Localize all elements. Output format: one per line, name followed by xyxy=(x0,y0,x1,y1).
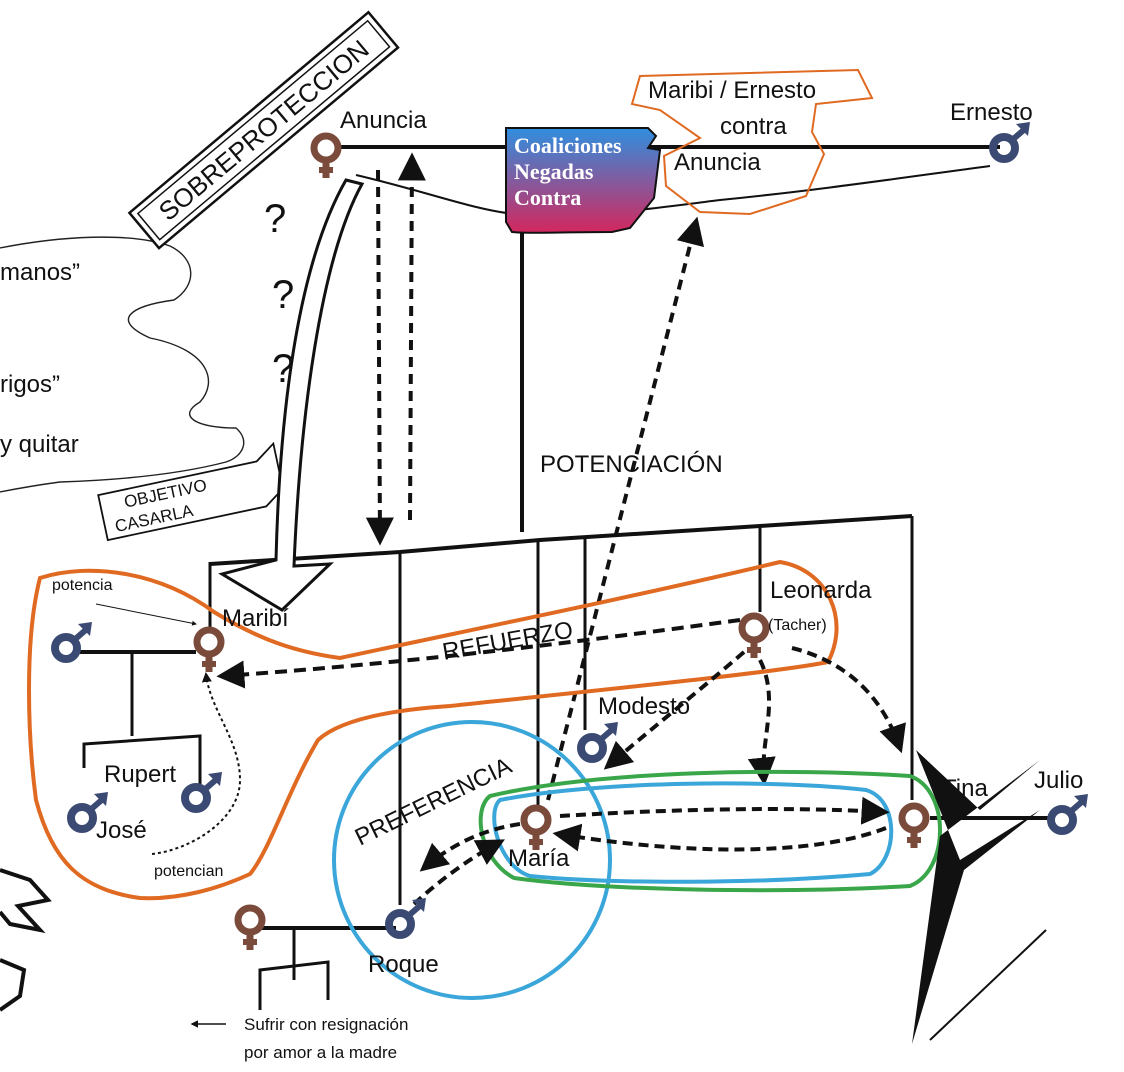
potencia-arrow xyxy=(95,603,197,626)
leonarda-modesto-arrow xyxy=(603,650,746,770)
question-mark-2: ? xyxy=(272,273,294,317)
male-symbol-rupert xyxy=(185,772,222,809)
coaliciones-line-3: Contra xyxy=(514,185,581,210)
male-symbol-julio xyxy=(1051,794,1088,831)
potencian-label: potencian xyxy=(154,863,223,880)
male-symbol-modesto xyxy=(581,722,618,759)
name-rupert: Rupert xyxy=(104,761,176,788)
preferencia-circle xyxy=(332,720,612,1000)
potenciacion-arrow xyxy=(546,216,705,801)
coaliciones-line-1: Coaliciones xyxy=(514,133,622,158)
refuerzo-outline xyxy=(27,559,839,901)
female-symbol-maria xyxy=(524,808,548,850)
maribi-ernesto-line-3: Anuncia xyxy=(674,149,761,176)
maribi-ernesto-outline xyxy=(630,68,874,216)
name-ernesto: Ernesto xyxy=(950,99,1033,126)
dashed-arrow-up xyxy=(397,152,426,521)
coaliciones-line-2: Negadas xyxy=(514,159,594,184)
potenciacion-label: POTENCIACIÓN xyxy=(540,451,723,478)
name-julio: Julio xyxy=(1034,767,1083,794)
blue-coalition-outline xyxy=(492,781,894,884)
leonarda-tina-arrow xyxy=(791,646,906,754)
leonarda-maria-arrow xyxy=(747,659,776,786)
cloud-text-3: y quitar xyxy=(0,431,79,458)
question-mark-1: ? xyxy=(264,197,286,241)
question-mark-3: ? xyxy=(272,347,294,391)
roque-maria-arrow xyxy=(412,839,505,906)
female-symbol-roque-wife xyxy=(238,908,262,950)
maribi-ernesto-line-2: contra xyxy=(720,113,787,140)
cloud-text-2: rigos” xyxy=(0,371,60,398)
signature-logo xyxy=(912,750,1047,1044)
left-edge-fragments xyxy=(0,868,52,1012)
preferencia-label: PREFERENCIA xyxy=(351,752,516,851)
name-anuncia: Anuncia xyxy=(340,107,427,134)
sobreproteccion-arrow xyxy=(218,178,365,612)
potencian-arrow xyxy=(151,672,242,855)
siblings-roque xyxy=(258,960,330,1010)
male-symbol-roque xyxy=(389,898,426,935)
cloud-text-1: manos” xyxy=(0,259,80,286)
objetivo-box: OBJETIVO CASARLA xyxy=(97,441,284,542)
siblings-rupert-jose xyxy=(82,734,202,790)
resignacion-line-1: Sufrir con resignación xyxy=(244,1015,408,1034)
maria-tina-arrow xyxy=(559,796,890,825)
female-symbol-anuncia xyxy=(314,136,338,178)
name-maribi: Maribí xyxy=(222,605,289,632)
coaliciones-flag: Coaliciones Negadas Contra xyxy=(505,127,662,234)
dashed-arrow-down xyxy=(365,169,394,546)
name-roque: Roque xyxy=(368,951,439,978)
potencia-label: potencia xyxy=(52,577,113,594)
maria-roque-arrow xyxy=(419,822,521,872)
name-maria: María xyxy=(508,845,570,872)
name-jose: José xyxy=(96,817,147,844)
green-coalition-outline xyxy=(478,769,942,893)
female-symbol-maribi xyxy=(197,630,221,672)
leonarda-note: (Tacher) xyxy=(768,617,827,634)
resignacion-line-2: por amor a la madre xyxy=(244,1043,397,1062)
name-modesto: Modesto xyxy=(598,693,690,720)
left-cloud-shape xyxy=(0,236,245,493)
female-symbol-tina xyxy=(902,806,926,848)
name-leonarda: Leonarda xyxy=(770,577,872,604)
maribi-ernesto-line-1: Maribi / Ernesto xyxy=(648,77,816,104)
siblings-line xyxy=(209,514,913,566)
female-symbol-leonarda xyxy=(742,616,766,658)
male-symbol-ernesto xyxy=(993,122,1030,159)
